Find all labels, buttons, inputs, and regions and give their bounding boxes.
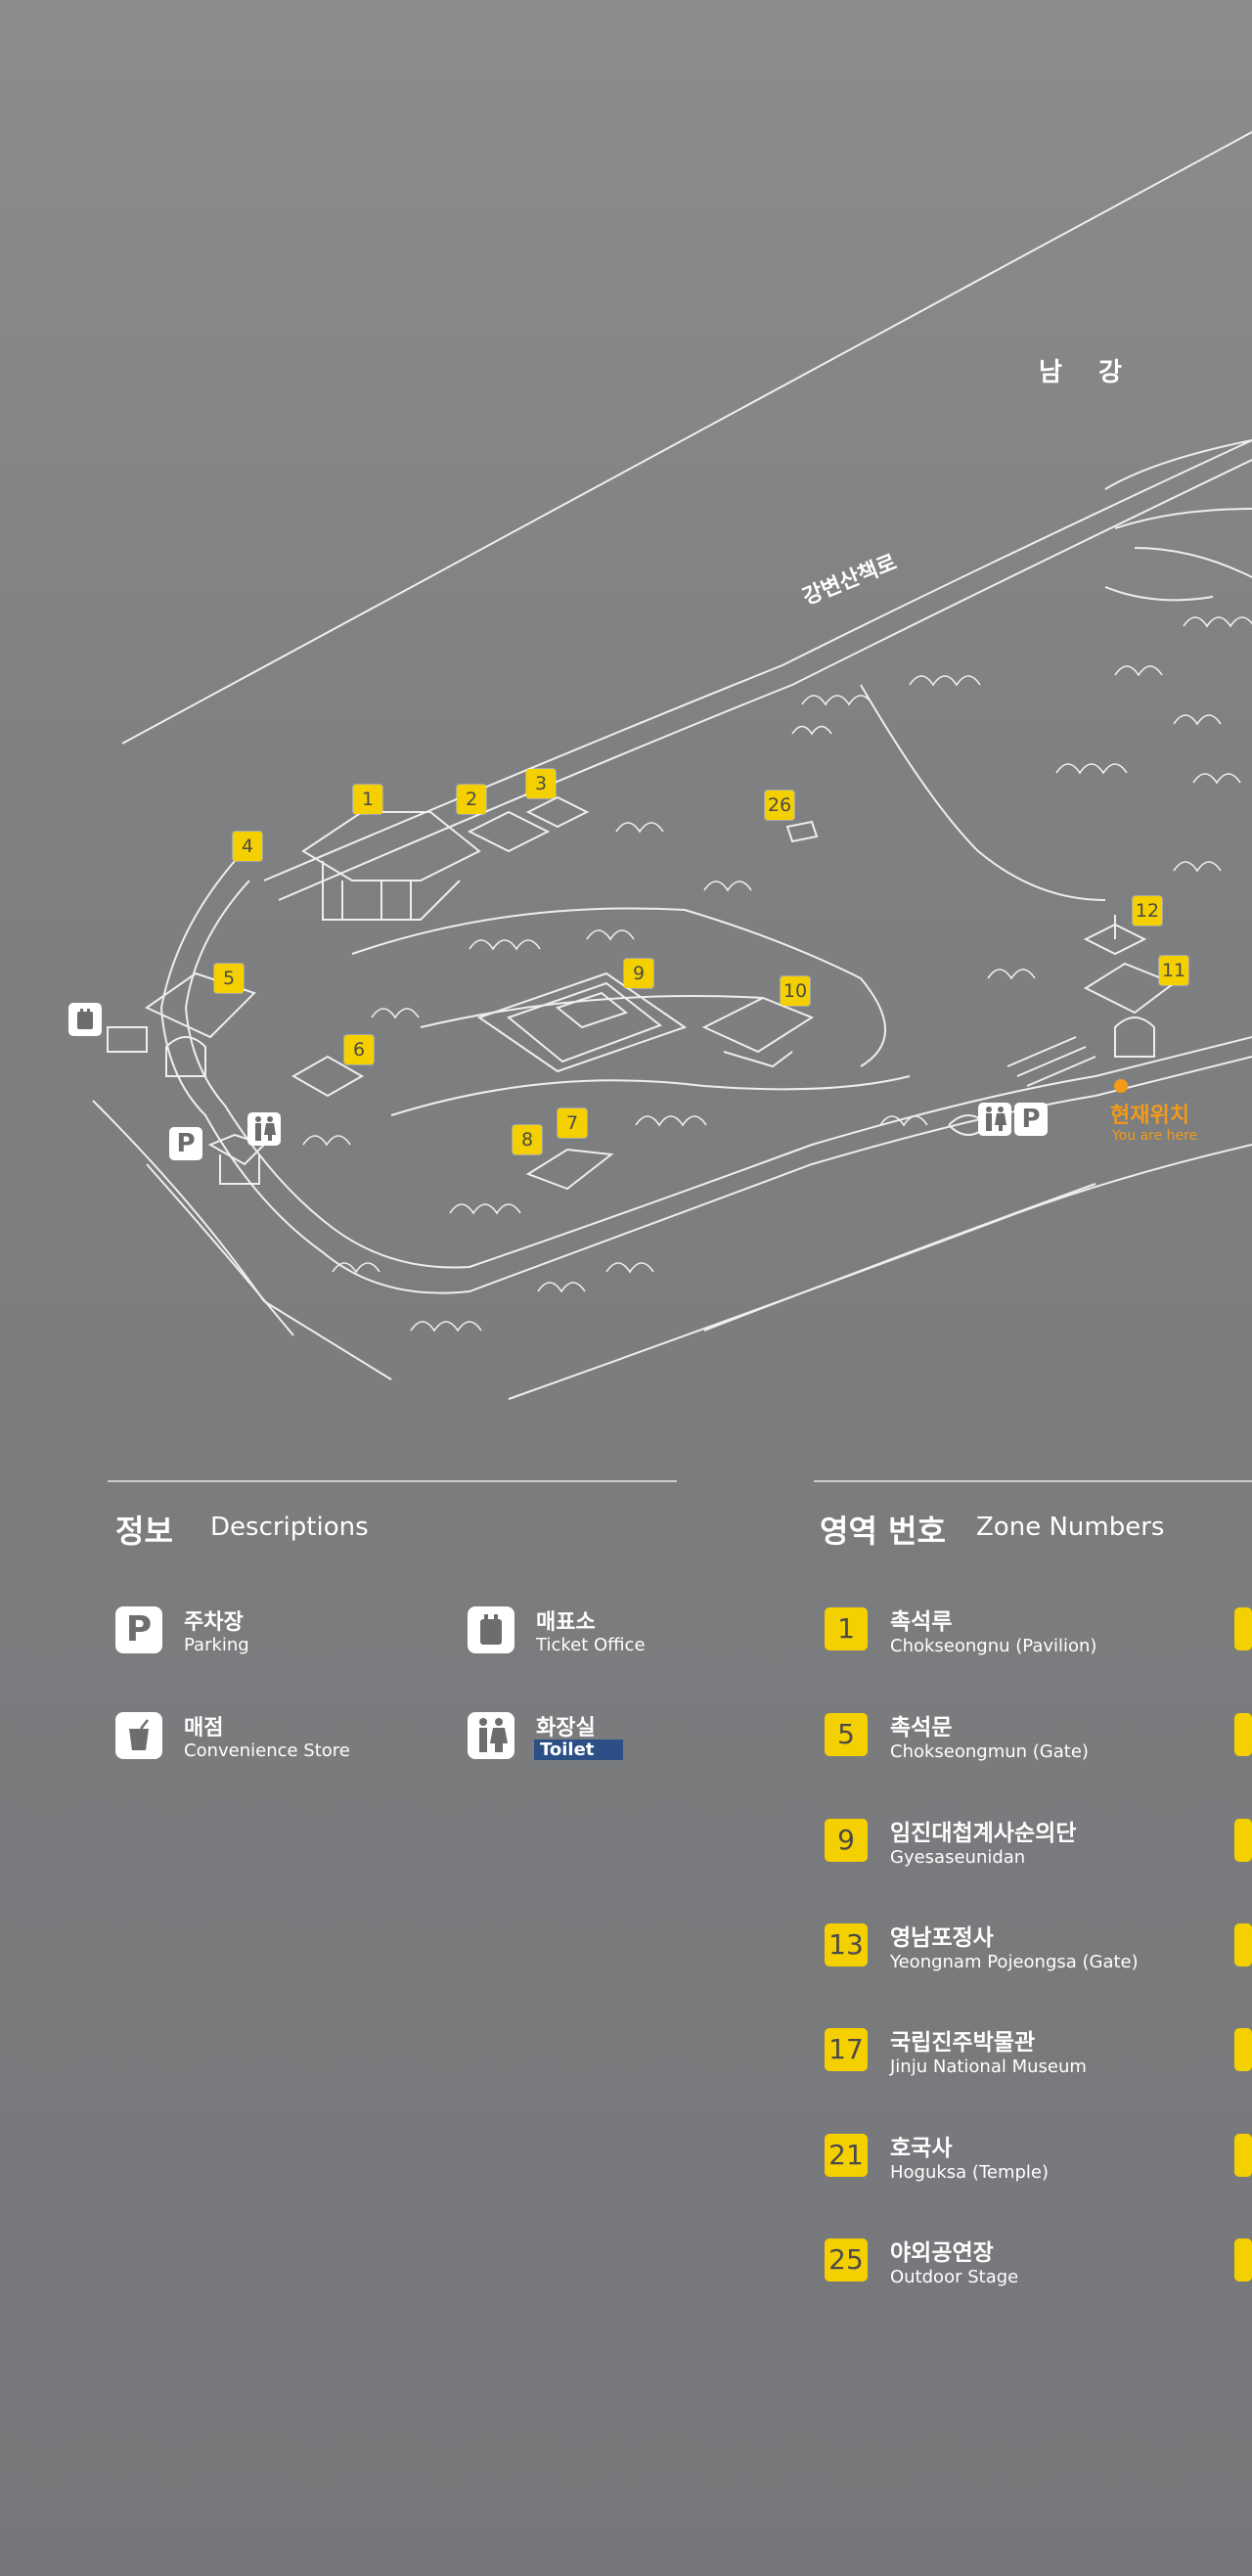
zone-number-partial-6 — [1234, 2134, 1252, 2177]
zone-number-partial-2 — [1234, 1713, 1252, 1756]
zone-number-1: 1 — [825, 1607, 868, 1650]
building-10 — [701, 996, 815, 1068]
map-marker-1[interactable]: 1 — [353, 785, 382, 814]
you-are-here-dot — [1114, 1079, 1128, 1093]
zone-number-25: 25 — [825, 2238, 868, 2282]
zone-number-9: 9 — [825, 1819, 868, 1862]
zone-21-name-ko: 호국사 — [890, 2136, 953, 2161]
ticket-label-ko: 매표소 — [536, 1610, 596, 1635]
zone-1-name-ko: 촉석루 — [890, 1609, 953, 1635]
site-map — [92, 131, 1252, 1400]
zone-5-name-ko: 촉석문 — [890, 1715, 953, 1740]
ticket-icon — [468, 1606, 514, 1653]
zone-number-partial-5 — [1234, 2028, 1252, 2071]
river-label: 남 강 — [1039, 358, 1122, 387]
map-toilet-icon-2[interactable] — [978, 1103, 1011, 1136]
zone-number-partial-3 — [1234, 1819, 1252, 1862]
zones-title-en: Zone Numbers — [976, 1513, 1165, 1542]
map-marker-12[interactable]: 12 — [1133, 896, 1162, 926]
cup-icon — [115, 1712, 162, 1759]
fortress-wall — [159, 860, 1252, 1294]
monument-12 — [1083, 915, 1147, 956]
zone-21-name-en: Hoguksa (Temple) — [890, 2162, 1050, 2183]
store-label-ko: 매점 — [184, 1716, 224, 1740]
toilet-icon — [468, 1712, 514, 1759]
map-marker-8[interactable]: 8 — [513, 1125, 542, 1154]
zone-number-21: 21 — [825, 2134, 868, 2177]
map-ticket-icon[interactable] — [68, 1003, 102, 1036]
zone-number-17: 17 — [825, 2028, 868, 2071]
gate-5-building — [145, 972, 256, 1077]
zone-25-name-en: Outdoor Stage — [890, 2267, 1019, 2287]
map-marker-4[interactable]: 4 — [233, 832, 262, 861]
you-are-here-english: You are here — [1112, 1128, 1198, 1144]
zone-1-name-en: Chokseongnu (Pavilion) — [890, 1636, 1097, 1656]
parking-label-ko: 주차장 — [184, 1610, 244, 1635]
fountain-26 — [785, 820, 819, 843]
zone-number-partial-1 — [1234, 1607, 1252, 1650]
building-7-8 — [525, 1148, 614, 1191]
zone-number-partial-4 — [1234, 1923, 1252, 1966]
map-marker-26[interactable]: 26 — [765, 791, 794, 820]
zone-number-partial-7 — [1234, 2238, 1252, 2282]
river-bank-line — [121, 131, 1252, 745]
zones-title-ko: 영역 번호 — [820, 1513, 946, 1550]
pavilion-1-building — [301, 811, 481, 921]
map-marker-6[interactable]: 6 — [344, 1035, 374, 1064]
building-3 — [525, 795, 590, 829]
map-marker-3[interactable]: 3 — [526, 769, 556, 798]
building-2 — [467, 810, 551, 853]
toilet-label-ko: 화장실 — [536, 1716, 596, 1740]
map-marker-11[interactable]: 11 — [1159, 956, 1188, 985]
zone-number-5: 5 — [825, 1713, 868, 1756]
ticket-label-en: Ticket Office — [536, 1635, 646, 1655]
map-marker-7[interactable]: 7 — [558, 1108, 587, 1138]
map-parking-icon-2[interactable]: P — [1014, 1103, 1048, 1136]
map-toilet-icon[interactable] — [247, 1112, 281, 1146]
parking-icon: P — [115, 1606, 162, 1653]
descriptions-title-en: Descriptions — [210, 1513, 369, 1542]
you-are-here-label: 현재위치 — [1110, 1104, 1189, 1128]
zone-13-name-ko: 영남포정사 — [890, 1925, 994, 1951]
zone-5-name-en: Chokseongmun (Gate) — [890, 1741, 1089, 1762]
zone-25-name-ko: 야외공연장 — [890, 2240, 994, 2266]
zone-13-name-en: Yeongnam Pojeongsa (Gate) — [890, 1952, 1139, 1972]
descriptions-title-ko: 정보 — [115, 1513, 173, 1550]
ticket-booth — [107, 1026, 148, 1053]
map-marker-9[interactable]: 9 — [624, 959, 653, 988]
trees — [302, 616, 1252, 1333]
zone-17-name-en: Jinju National Museum — [890, 2056, 1087, 2077]
map-parking-icon[interactable]: P — [169, 1127, 202, 1160]
parking-label-en: Parking — [184, 1635, 249, 1655]
toilet-label-en: Toilet — [534, 1740, 624, 1760]
descriptions-divider — [108, 1480, 677, 1482]
zone-9-name-ko: 임진대첩계사순의단 — [890, 1821, 1077, 1846]
monument-platform — [476, 972, 688, 1073]
zone-number-13: 13 — [825, 1923, 868, 1966]
map-marker-2[interactable]: 2 — [457, 785, 486, 814]
building-6 — [291, 1055, 365, 1098]
zone-17-name-ko: 국립진주박물관 — [890, 2030, 1036, 2056]
map-marker-5[interactable]: 5 — [214, 964, 244, 993]
store-label-en: Convenience Store — [184, 1740, 350, 1761]
zones-divider — [814, 1480, 1252, 1482]
zone-9-name-en: Gyesaseunidan — [890, 1847, 1026, 1868]
map-marker-10[interactable]: 10 — [781, 976, 810, 1006]
riverside-path — [263, 439, 1252, 881]
